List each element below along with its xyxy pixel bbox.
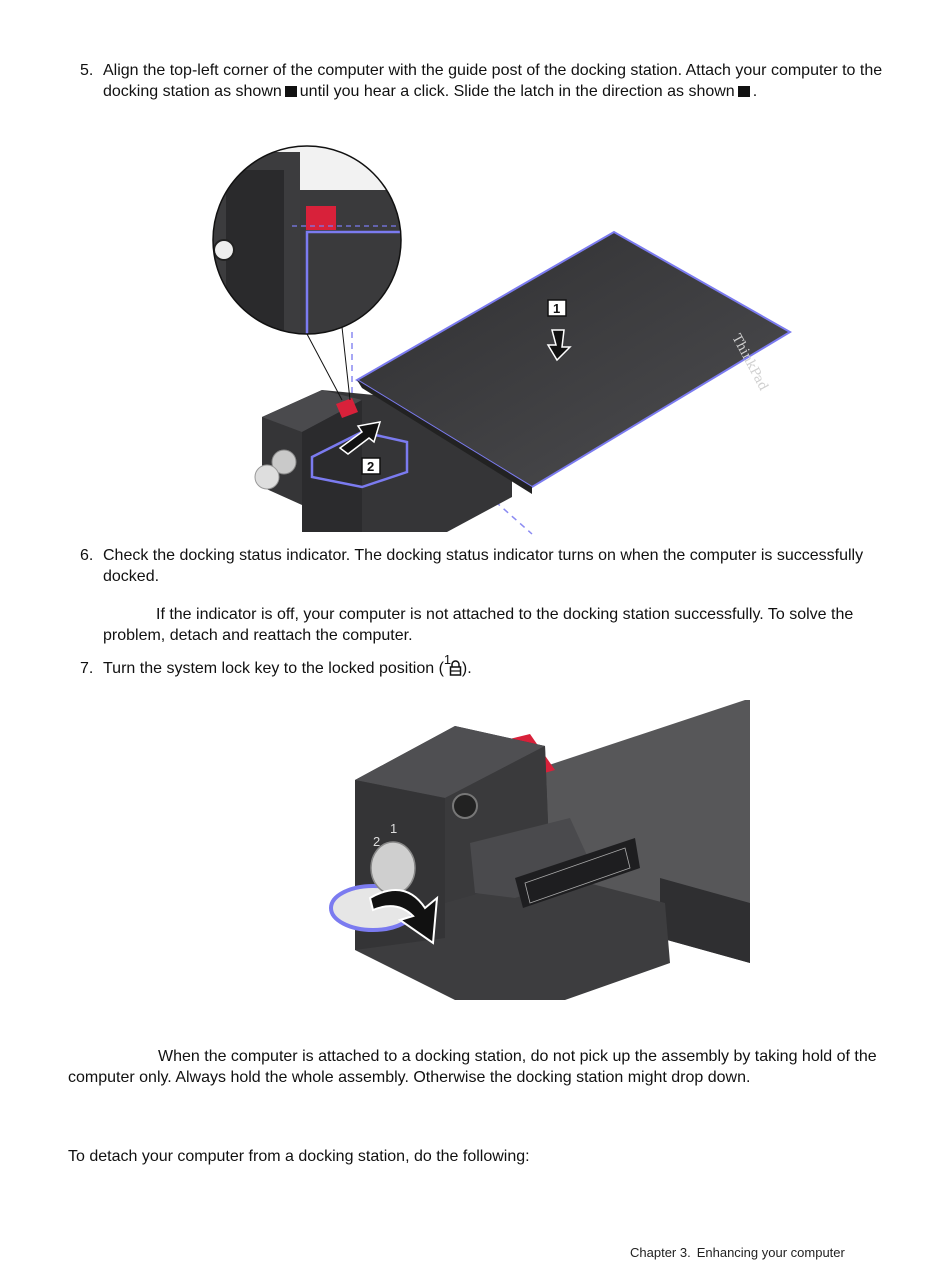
lock-key [271,449,297,475]
footer-chapter: Chapter 3. [630,1245,691,1260]
rotate-arrow-icon [368,889,439,945]
docking-illustration-2: 2 1 [329,700,750,1000]
callout-1 [547,299,567,317]
step-number: 6. [80,547,94,564]
callout-2 [361,457,381,475]
detach-intro: To detach your computer from a docking s… [68,1148,530,1165]
figure-attach-computer: ThinkPad 1 2 [212,142,802,537]
docking-illustration-1: ThinkPad 1 2 [212,145,792,535]
step-5: 5. Align the top-left corner of the comp… [80,60,890,102]
step-number: 5. [80,62,94,79]
lock-icon: 1 [444,652,462,676]
step-number: 7. [80,660,94,677]
key-position-1: 1 [390,821,397,836]
step-text: Turn the system lock key to the locked p… [103,652,472,677]
step-text: Align the top-left corner of the compute… [103,62,883,100]
figure-lock-key: 2 1 [325,698,755,1020]
page-footer: Chapter 3. Enhancing your computer [630,1242,851,1263]
note-indicator: If the indicator is off, your computer i… [103,606,854,644]
zoom-detail [213,146,401,334]
step-7: 7. Turn the system lock key to the locke… [80,652,890,679]
caution-text: When the computer is attached to a docki… [68,1048,877,1086]
footer-title: Enhancing your computer [696,1245,845,1260]
arrow-slide-icon [338,421,382,455]
callout-1-marker [284,86,297,97]
arrow-down-icon [546,329,572,362]
svg-text:1: 1 [553,301,560,316]
step-6: 6. Check the docking status indicator. T… [80,545,890,587]
power-button [452,793,478,819]
latch [336,398,358,418]
callout-2-marker [737,86,750,97]
key-position-2: 2 [373,834,380,849]
step-text: Check the docking status indicator. The … [103,547,864,585]
svg-text:2: 2 [367,459,374,474]
